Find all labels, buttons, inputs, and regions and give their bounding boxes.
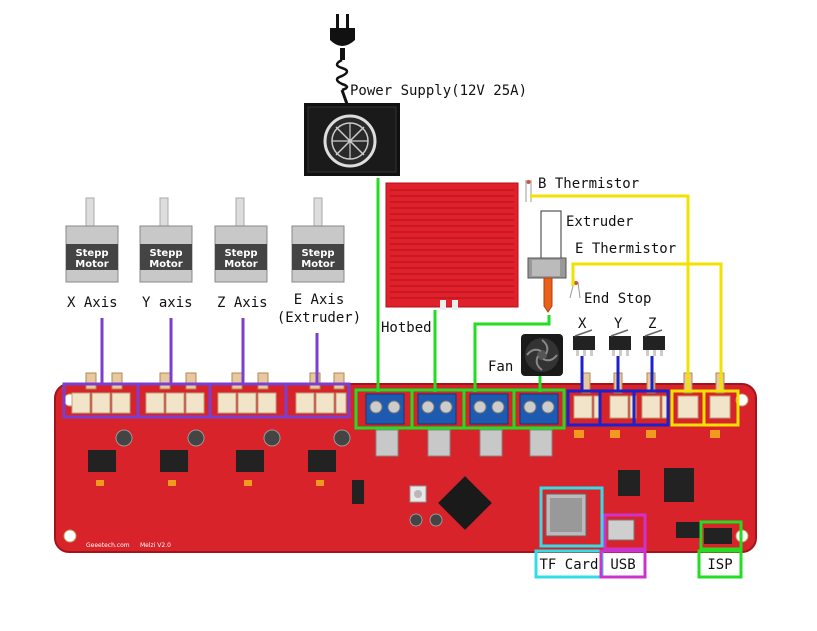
endstop-z-label: Z bbox=[648, 316, 657, 332]
endstop-switch-x-icon bbox=[573, 329, 595, 356]
usb-label: USB bbox=[610, 557, 636, 573]
motor-tag-line2: Motor bbox=[149, 259, 182, 270]
motor-tag-line2: Motor bbox=[224, 259, 257, 270]
motor-z-label: Z Axis bbox=[217, 295, 268, 311]
melzi-board: Geeetech.com Melzi V2.0 bbox=[54, 372, 757, 553]
highlight-boxes bbox=[62, 382, 743, 579]
motor-tag-line2: Motor bbox=[75, 259, 108, 270]
power-plug-icon bbox=[330, 14, 355, 105]
isp-label: ISP bbox=[707, 557, 733, 573]
fan-label: Fan bbox=[488, 359, 514, 375]
hotbed-label: Hotbed bbox=[381, 320, 432, 336]
stepper-motor-y-icon: Stepp Motor bbox=[139, 197, 193, 283]
extruder-icon bbox=[527, 210, 567, 313]
stepper-motor-z-icon: Stepp Motor bbox=[214, 197, 268, 283]
board-brand: Geeetech.com bbox=[86, 542, 130, 549]
endstop-y-label: Y bbox=[614, 316, 623, 332]
endstop-x-label: X bbox=[578, 316, 587, 332]
power-supply-icon bbox=[304, 103, 400, 176]
motor-e-label-line2: (Extruder) bbox=[276, 309, 362, 326]
tf-card-label: TF Card bbox=[539, 557, 599, 573]
hotbed-icon bbox=[385, 182, 519, 310]
endstop-wires bbox=[580, 356, 654, 392]
stepper-motor-x-icon: Stepp Motor bbox=[65, 197, 119, 283]
endstop-switch-z-icon bbox=[643, 329, 665, 356]
stepper-motor-e-icon: Stepp Motor bbox=[291, 197, 345, 283]
thermistor-wires bbox=[530, 194, 723, 392]
endstop-switch-y-icon bbox=[609, 329, 631, 356]
motor-tag-line2: Motor bbox=[301, 259, 334, 270]
b-thermistor-icon bbox=[525, 180, 532, 202]
motor-x-label: X Axis bbox=[67, 295, 118, 311]
motor-tag-line1: Stepp bbox=[301, 248, 334, 259]
motor-e-label: E Axis (Extruder) bbox=[276, 292, 362, 327]
b-thermistor-label: B Thermistor bbox=[538, 176, 640, 192]
motor-e-label-line1: E Axis bbox=[293, 292, 345, 308]
motor-tag-line1: Stepp bbox=[149, 248, 182, 259]
motor-wires bbox=[100, 318, 319, 385]
end-stop-label: End Stop bbox=[584, 291, 652, 307]
e-thermistor-label: E Thermistor bbox=[575, 241, 677, 257]
fan-icon bbox=[521, 334, 563, 376]
power-supply-label: Power Supply(12V 25A) bbox=[350, 83, 528, 99]
extruder-label: Extruder bbox=[566, 214, 634, 230]
board-model: Melzi V2.0 bbox=[140, 542, 171, 549]
motor-tag-line1: Stepp bbox=[224, 248, 257, 259]
motor-tag-line1: Stepp bbox=[75, 248, 108, 259]
motor-y-label: Y axis bbox=[142, 295, 193, 311]
